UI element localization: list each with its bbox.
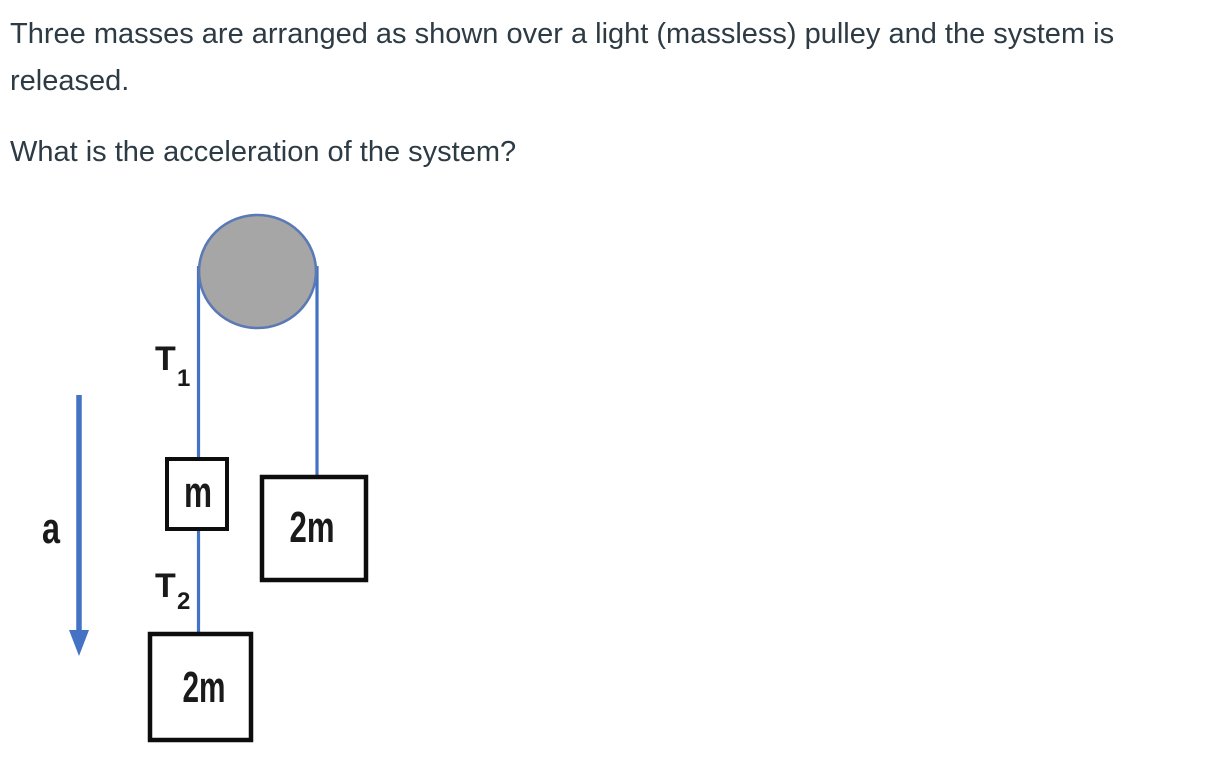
mass-box-2m-right	[259, 474, 369, 583]
tension1-subscript: 1	[177, 365, 190, 392]
pulley-diagram: T 1 T 2 a m 2m 2m	[42, 213, 369, 743]
problem-statement: Three masses are arranged as shown over …	[10, 18, 1115, 97]
question-text-block: Three masses are arranged as shown over …	[10, 11, 1190, 200]
acceleration-label: a	[42, 504, 60, 553]
mass-2m-bottom-label: 2m	[183, 663, 226, 712]
mass-box-2m-bottom	[147, 631, 254, 743]
problem-question: What is the acceleration of the system?	[10, 136, 517, 168]
tension2-subscript: 2	[177, 588, 190, 615]
mass-m-label: m	[184, 468, 212, 517]
mass-box-m	[165, 457, 229, 531]
tension1-label: T	[155, 340, 176, 378]
tension2-label: T	[155, 567, 176, 605]
acceleration-arrowhead-icon	[69, 630, 89, 656]
pulley-wheel	[197, 213, 318, 330]
mass-2m-right-label: 2m	[290, 503, 335, 552]
